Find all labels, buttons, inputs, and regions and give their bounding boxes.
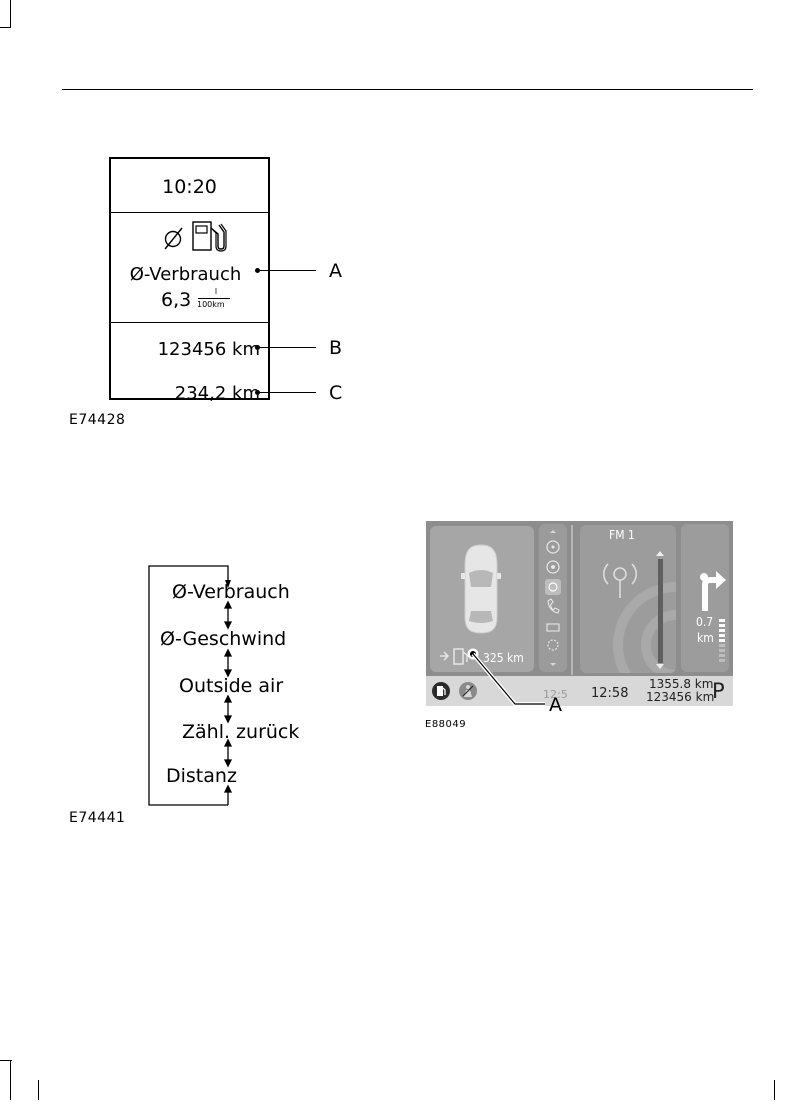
crop-mark-bottom-left-h bbox=[0, 1060, 12, 1061]
menu-icons bbox=[542, 529, 564, 671]
fuel-warning-icon bbox=[431, 681, 451, 701]
trip-distance: 1355.8 km bbox=[649, 677, 713, 691]
turn-right-arrow-icon bbox=[694, 567, 728, 613]
callout-line-c bbox=[258, 392, 316, 393]
figure-code: E88049 bbox=[425, 719, 466, 730]
callout-label-c: C bbox=[329, 382, 342, 404]
callout-line-b bbox=[258, 347, 316, 348]
gear-indicator: P bbox=[712, 679, 725, 703]
clock-time: 12:58 bbox=[591, 686, 628, 701]
radio-signal-icon bbox=[598, 554, 642, 602]
unit-fraction-bar bbox=[198, 298, 230, 299]
radio-band-label: FM 1 bbox=[609, 528, 635, 542]
figure-code: E74441 bbox=[69, 810, 125, 826]
avg-fuel-pump-icon bbox=[161, 220, 231, 252]
clock-time: 10:20 bbox=[111, 176, 268, 198]
menu-item-outside-air: Outside air bbox=[179, 675, 283, 697]
nav-distance-value: 0.7 bbox=[696, 615, 713, 629]
figure-code: E74428 bbox=[69, 412, 125, 428]
crop-mark-top-left-h bbox=[0, 27, 10, 28]
display-divider bbox=[111, 322, 268, 323]
header-rule bbox=[62, 89, 753, 90]
callout-label-b: B bbox=[329, 337, 342, 359]
crop-mark-bottom-right bbox=[774, 1080, 775, 1100]
crop-mark-bottom-left bbox=[10, 1060, 11, 1100]
odometer-value: 123456 km bbox=[158, 339, 260, 360]
unit-numerator: l bbox=[208, 287, 224, 296]
unit-denominator: 100km bbox=[197, 300, 225, 309]
panel-divider bbox=[571, 525, 573, 675]
display-divider bbox=[111, 212, 268, 213]
car-icon bbox=[460, 543, 502, 635]
avg-consumption-label: Ø-Verbrauch bbox=[107, 264, 264, 285]
info-display-figure: 10:20 Ø-Verbrauch 6,3 l 100km 123456 km … bbox=[109, 157, 270, 400]
nav-distance-unit: km bbox=[697, 631, 714, 645]
crop-mark-top-left bbox=[10, 0, 11, 28]
radio-scroll-up bbox=[656, 551, 664, 556]
crop-mark-bottom-left-2 bbox=[38, 1080, 39, 1100]
menu-item-avg-speed: Ø-Geschwind bbox=[160, 628, 286, 650]
callout-line-a bbox=[258, 270, 316, 271]
trip-value: 234,2 km bbox=[175, 383, 260, 404]
menu-item-avg-consumption: Ø-Verbrauch bbox=[172, 581, 290, 603]
menu-item-distance: Distanz bbox=[166, 765, 237, 787]
callout-leader-a bbox=[465, 645, 545, 715]
callout-label-a: A bbox=[549, 694, 562, 716]
callout-label-a: A bbox=[329, 260, 342, 282]
nav-distance-bar bbox=[719, 619, 727, 665]
radio-scroll-down bbox=[656, 664, 664, 669]
consumption-value: 6,3 bbox=[161, 289, 191, 311]
odometer-value: 123456 km bbox=[646, 690, 714, 704]
menu-item-reset-counter: Zähl. zurück bbox=[182, 721, 299, 743]
radio-scrollbar bbox=[658, 559, 663, 663]
